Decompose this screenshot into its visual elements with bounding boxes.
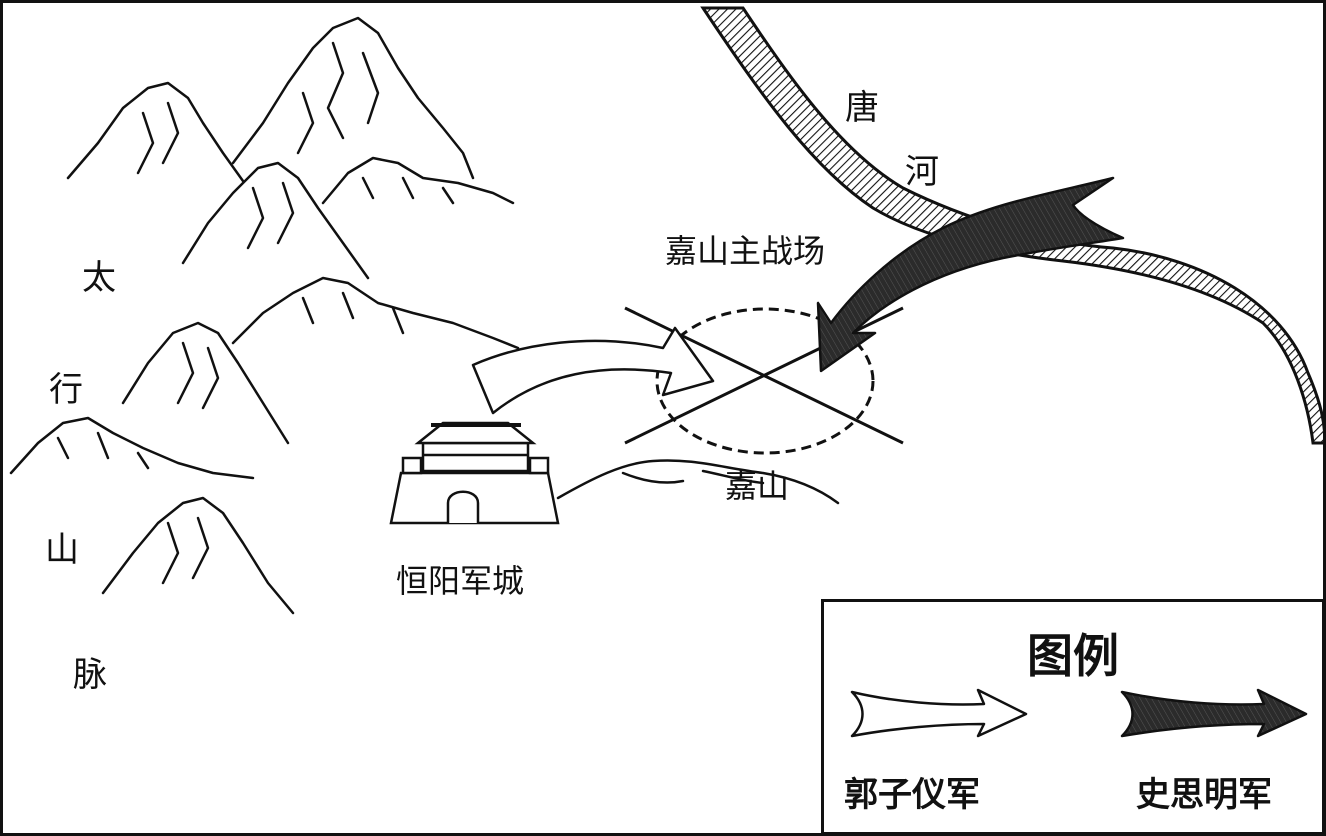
mountain-range-char: 行 — [49, 370, 83, 410]
mountain-icon — [321, 156, 515, 205]
city-label: 恒阳军城 — [396, 562, 525, 600]
legend-guo-arrow-icon — [850, 688, 1028, 738]
mountain-icon — [101, 496, 295, 615]
mountain-range-char: 太 — [82, 258, 116, 298]
legend-shi-label: 史思明军 — [1136, 775, 1272, 815]
river — [700, 6, 1323, 445]
mountain-icon — [556, 459, 840, 505]
mountain-icon — [9, 416, 255, 480]
city-gate-icon — [389, 421, 560, 525]
shi-army-arrow — [816, 176, 1125, 373]
mountain-range-char: 脉 — [73, 655, 107, 695]
mountain-icon — [181, 161, 370, 280]
legend-title: 图例 — [1027, 629, 1119, 683]
legend: 图例 郭子仪军 史思明军 — [821, 599, 1323, 833]
mountain-range-char: 山 — [45, 530, 79, 570]
map-drawing — [9, 6, 1323, 615]
mountain-icon — [66, 81, 250, 190]
mountain-icon — [121, 321, 290, 445]
guo-army-arrow — [471, 326, 715, 415]
mountain-icon — [231, 276, 520, 350]
battlefield-label: 嘉山主战场 — [665, 232, 826, 270]
crossed-swords-icon — [624, 306, 904, 455]
river-char: 河 — [905, 152, 939, 192]
mountain-icon — [231, 16, 475, 180]
hill-label: 嘉山 — [725, 467, 790, 505]
legend-shi-arrow-icon — [1120, 688, 1308, 738]
river-char: 唐 — [845, 88, 879, 128]
legend-guo-label: 郭子仪军 — [844, 775, 980, 815]
